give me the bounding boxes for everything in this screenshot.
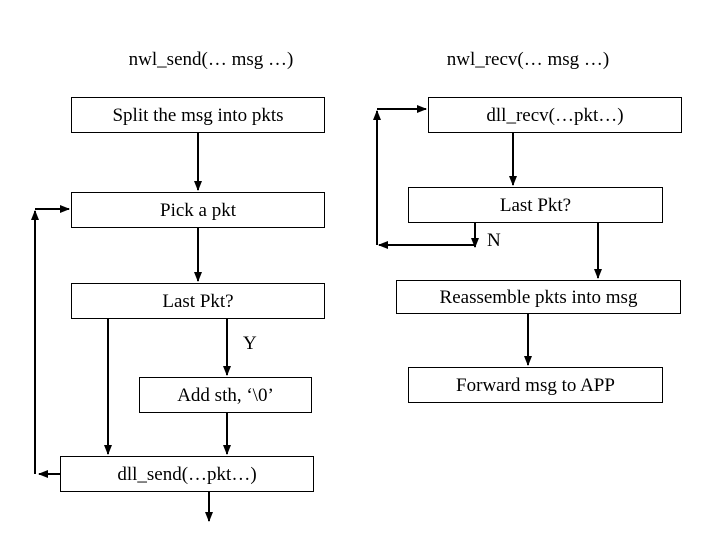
node-last-pkt-send[interactable]: Last Pkt?	[71, 283, 325, 319]
node-add-sth-null-terminator[interactable]: Add sth, ‘\0’	[139, 377, 312, 413]
node-last-pkt-recv[interactable]: Last Pkt?	[408, 187, 663, 223]
edge-label-yes: Y	[243, 333, 257, 354]
node-split-msg-into-pkts[interactable]: Split the msg into pkts	[71, 97, 325, 133]
node-dll-recv[interactable]: dll_recv(…pkt…)	[428, 97, 682, 133]
node-reassemble-pkts-into-msg[interactable]: Reassemble pkts into msg	[396, 280, 681, 314]
node-forward-msg-to-app[interactable]: Forward msg to APP	[408, 367, 663, 403]
caption-nwl-recv: nwl_recv(… msg …)	[446, 49, 610, 70]
node-dll-send[interactable]: dll_send(…pkt…)	[60, 456, 314, 492]
edge-label-no: N	[487, 230, 501, 251]
node-pick-a-pkt[interactable]: Pick a pkt	[71, 192, 325, 228]
caption-nwl-send: nwl_send(… msg …)	[128, 49, 294, 70]
